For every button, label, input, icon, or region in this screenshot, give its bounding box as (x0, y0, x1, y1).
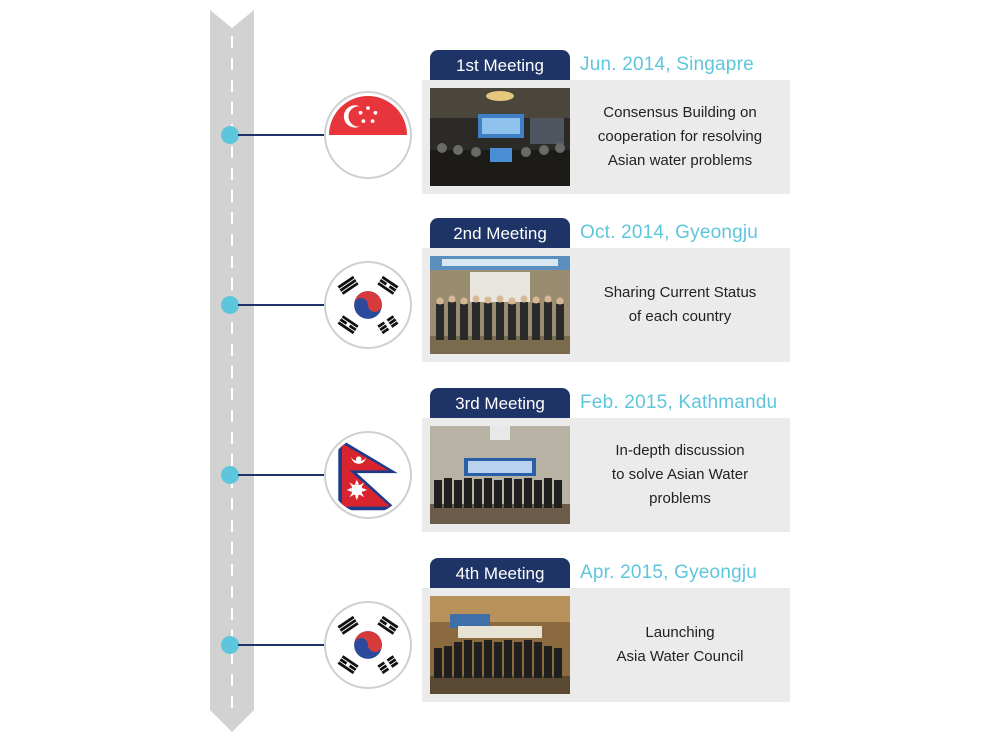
timeline-connector (238, 644, 338, 646)
meeting-2: 2nd Meeting Oct. 2014, Gyeongju (210, 218, 800, 362)
meeting-description: Sharing Current Status of each country (603, 284, 757, 325)
meeting-1: 1st Meeting Jun. 2014, Singapre Consensu… (210, 50, 800, 194)
timeline-dot (221, 296, 239, 314)
meeting-description: Consensus Building on cooperation for re… (597, 104, 763, 169)
meeting-label-tab: 3rd Meeting (430, 388, 570, 418)
meeting-label-tab: 4th Meeting (430, 558, 570, 588)
korea-flag-icon (326, 603, 410, 687)
meeting-card: Consensus Building on cooperation for re… (422, 80, 790, 194)
timeline-connector (238, 134, 338, 136)
meeting-photo (430, 426, 570, 524)
timeline-dot (221, 126, 239, 144)
meeting-label-tab: 2nd Meeting (430, 218, 570, 248)
timeline-dot (221, 466, 239, 484)
meeting-card: Launching Asia Water Council (422, 588, 790, 702)
meeting-description: Launching Asia Water Council (616, 624, 744, 665)
meeting-photo (430, 88, 570, 186)
meeting-photo (430, 256, 570, 354)
timeline-arrow (210, 10, 254, 732)
meeting-description: In-depth discussion to solve Asian Water… (611, 442, 749, 507)
meeting-card: In-depth discussion to solve Asian Water… (422, 418, 790, 532)
timeline-connector (238, 304, 338, 306)
meeting-date: Oct. 2014, Gyeongju (580, 222, 759, 243)
meeting-date: Apr. 2015, Gyeongju (580, 562, 758, 583)
nepal-flag-icon (326, 433, 410, 517)
timeline-connector (238, 474, 338, 476)
singapore-flag-icon (326, 93, 410, 177)
meeting-photo (430, 596, 570, 694)
meeting-label-tab: 1st Meeting (430, 50, 570, 80)
meeting-date: Jun. 2014, Singapre (580, 54, 754, 75)
timeline-dot (221, 636, 239, 654)
meeting-3: 3rd Meeting Feb. 2015, Kathmandu In-dept… (210, 388, 800, 532)
korea-flag-icon (326, 263, 410, 347)
meeting-4: 4th Meeting Apr. 2015, Gyeongju (210, 558, 800, 702)
meeting-card: Sharing Current Status of each country (422, 248, 790, 362)
meeting-date: Feb. 2015, Kathmandu (580, 392, 778, 413)
